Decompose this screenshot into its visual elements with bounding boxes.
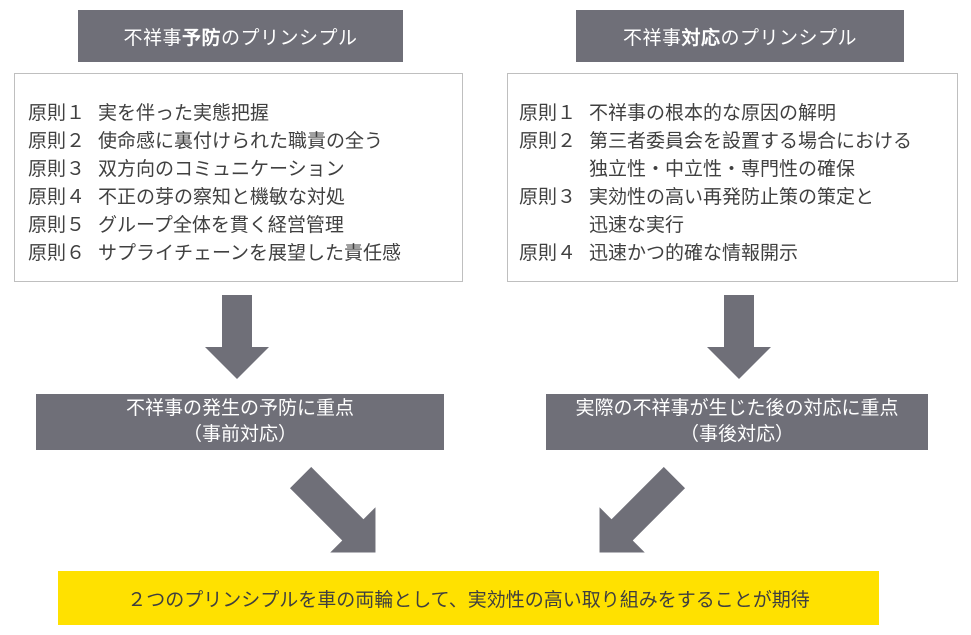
- conclusion-text: ２つのプリンシプルを車の両輪として、実効性の高い取り組みをすることが期待: [127, 589, 810, 611]
- down-arrow-icon: [707, 295, 771, 379]
- header-text-bold: 対応: [681, 27, 721, 49]
- principle-label: 原則１: [28, 103, 86, 124]
- principle-text: 迅速かつ的確な情報開示: [589, 243, 799, 264]
- diagonal-down-right-arrow-icon: [278, 455, 398, 575]
- header-text-pre: 不祥事: [123, 27, 182, 49]
- principle-row: 原則３ 実効性の高い再発防止策の策定と 迅速な実行: [519, 184, 951, 240]
- principle-text: 使命感に裏付けられた職責の全う: [98, 131, 384, 152]
- principle-label: 原則４: [28, 187, 86, 208]
- principle-row: 原則４ 不正の芽の察知と機敏な対処: [28, 184, 456, 212]
- principle-text-line: 実効性の高い再発防止策の策定と: [589, 187, 875, 208]
- diagonal-down-left-arrow-icon: [577, 455, 697, 575]
- conclusion-banner: ２つのプリンシプルを車の両輪として、実効性の高い取り組みをすることが期待: [58, 571, 879, 625]
- principle-label: 原則３: [519, 187, 577, 208]
- principle-text: 不正の芽の察知と機敏な対処: [98, 187, 346, 208]
- principle-label: 原則１: [519, 103, 577, 124]
- header-text-pre: 不祥事: [622, 27, 682, 49]
- principle-text: 第三者委員会を設置する場合における 独立性・中立性・専門性の確保: [589, 128, 951, 184]
- principle-text-line: 独立性・中立性・専門性の確保: [589, 159, 856, 180]
- principle-row: 原則６ サプライチェーンを展望した責任感: [28, 240, 456, 268]
- principle-text-line: 第三者委員会を設置する場合における: [589, 131, 913, 152]
- summary-line-2: （事後対応）: [679, 424, 794, 445]
- principle-text: 実効性の高い再発防止策の策定と 迅速な実行: [589, 184, 951, 240]
- down-arrow-icon: [205, 295, 269, 379]
- header-text-post: のプリンシプル: [720, 27, 858, 49]
- summary-line-1: 不祥事の発生の予防に重点: [125, 398, 354, 419]
- summary-line-2: （事前対応）: [182, 424, 297, 445]
- principle-text: 実を伴った実態把握: [98, 103, 270, 124]
- principle-text: グループ全体を貫く経営管理: [98, 215, 344, 236]
- principle-row: 原則１ 実を伴った実態把握: [28, 100, 456, 128]
- principle-row: 原則２ 第三者委員会を設置する場合における 独立性・中立性・専門性の確保: [519, 128, 951, 184]
- principle-row: 原則２ 使命感に裏付けられた職責の全う: [28, 128, 456, 156]
- header-text-post: のプリンシプル: [221, 27, 358, 49]
- prevention-summary-box: 不祥事の発生の予防に重点 （事前対応）: [36, 394, 444, 450]
- principle-row: 原則５ グループ全体を貫く経営管理: [28, 212, 456, 240]
- principle-label: 原則２: [28, 131, 86, 152]
- principle-label: 原則４: [519, 243, 577, 264]
- response-principles-header: 不祥事対応のプリンシプル: [576, 10, 904, 62]
- principle-row: 原則４ 迅速かつ的確な情報開示: [519, 240, 951, 268]
- principle-text-line: 迅速な実行: [589, 215, 685, 236]
- principle-label: 原則３: [28, 159, 86, 180]
- principle-text: サプライチェーンを展望した責任感: [98, 243, 402, 264]
- response-principles-box: 原則１ 不祥事の根本的な原因の解明 原則２ 第三者委員会を設置する場合における …: [507, 73, 958, 282]
- response-summary-box: 実際の不祥事が生じた後の対応に重点 （事後対応）: [546, 394, 928, 450]
- prevention-principles-box: 原則１ 実を伴った実態把握 原則２ 使命感に裏付けられた職責の全う 原則３ 双方…: [14, 73, 463, 282]
- prevention-principles-header: 不祥事予防のプリンシプル: [78, 10, 403, 62]
- principle-label: 原則２: [519, 131, 577, 152]
- summary-line-1: 実際の不祥事が生じた後の対応に重点: [575, 398, 899, 419]
- principle-label: 原則６: [28, 243, 86, 264]
- principle-label: 原則５: [28, 215, 86, 236]
- principle-row: 原則３ 双方向のコミュニケーション: [28, 156, 456, 184]
- header-text-bold: 予防: [181, 27, 221, 49]
- principle-text: 双方向のコミュニケーション: [98, 159, 345, 180]
- principle-row: 原則１ 不祥事の根本的な原因の解明: [519, 100, 951, 128]
- principle-text: 不祥事の根本的な原因の解明: [589, 103, 837, 124]
